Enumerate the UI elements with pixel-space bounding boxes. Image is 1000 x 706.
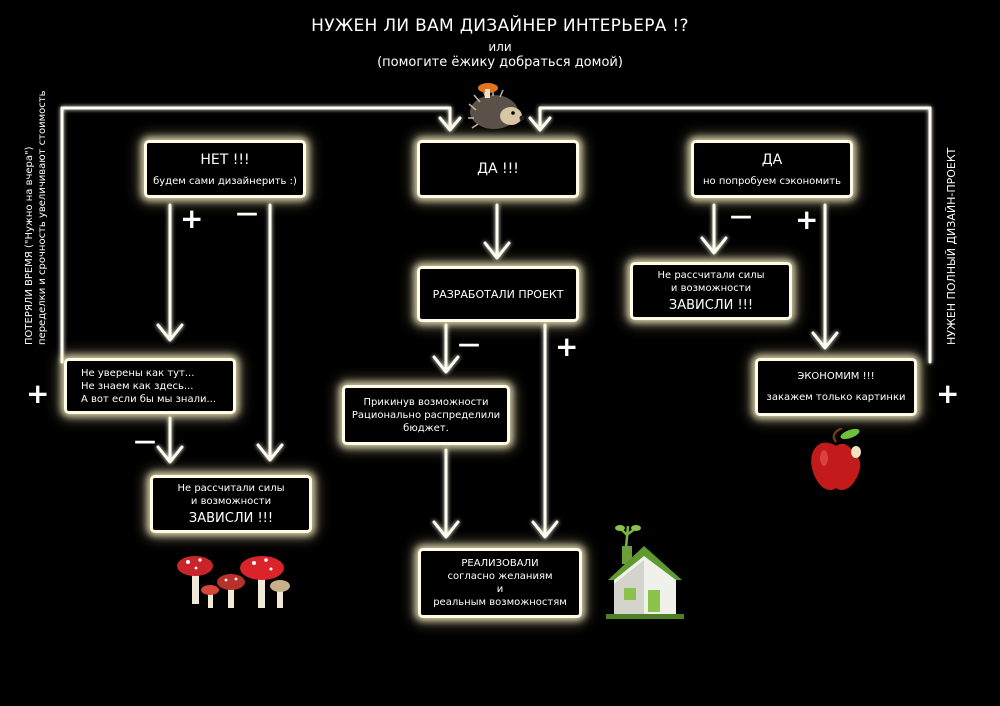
page-subtitle: (помогите ёжику добраться домой) bbox=[377, 55, 623, 70]
side-label-left-line2: переделки и срочность увеличивают стоимо… bbox=[37, 90, 48, 346]
box-realized-line3: и bbox=[496, 584, 504, 595]
box-estimate-line1: Прикинув возможности bbox=[363, 396, 489, 408]
loop-left-line bbox=[60, 106, 452, 364]
plus-sign-save: + bbox=[795, 203, 819, 236]
box-stuck-left-line1: Не рассчитали силы bbox=[177, 482, 285, 494]
plus-sign-project: + bbox=[555, 330, 579, 363]
box-stuck-right-line2: и возможности bbox=[670, 282, 752, 294]
box-estimate-line2: Рационально распределили bbox=[351, 409, 501, 421]
box-yes-title: ДА !!! bbox=[477, 161, 519, 177]
box-realized-line2: согласно желаниям bbox=[447, 571, 553, 582]
box-estimate: Прикинув возможности Рационально распред… bbox=[342, 385, 510, 445]
hedgehog-icon bbox=[468, 83, 525, 129]
box-stuck-right: Не рассчитали силы и возможности ЗАВИСЛИ… bbox=[630, 262, 792, 320]
apple-icon bbox=[811, 428, 861, 490]
box-project: РАЗРАБОТАЛИ ПРОЕКТ bbox=[417, 266, 579, 322]
loop-right-line bbox=[538, 106, 932, 364]
box-stuck-left-line3: ЗАВИСЛИ !!! bbox=[188, 510, 274, 526]
box-unsure-line2: Не знаем как здесь... bbox=[81, 380, 194, 392]
box-stuck-right-line3: ЗАВИСЛИ !!! bbox=[668, 297, 754, 313]
box-economize: ЭКОНОМИМ !!! закажем только картинки bbox=[755, 358, 917, 416]
minus-sign-unsure: — bbox=[134, 429, 156, 454]
box-no-text: будем сами дизайнерить :) bbox=[153, 175, 297, 187]
box-unsure-line1: Не уверены как тут... bbox=[81, 367, 195, 379]
side-label-left: ПОТЕРЯЛИ ВРЕМЯ ("Нужно на вчера") переде… bbox=[23, 91, 49, 346]
box-realized-line4: реальным возможностям bbox=[433, 597, 567, 608]
box-economize-line2: закажем только картинки bbox=[766, 392, 906, 403]
box-realized-line1: РЕАЛИЗОВАЛИ bbox=[461, 558, 539, 569]
page-title: НУЖЕН ЛИ ВАМ ДИЗАЙНЕР ИНТЕРЬЕРА !? bbox=[311, 16, 689, 36]
plus-sign-right: + bbox=[936, 377, 960, 410]
house-icon bbox=[606, 525, 684, 619]
mushrooms-icon bbox=[177, 556, 290, 608]
box-yes-save-text: но попробуем сэкономить bbox=[702, 175, 842, 187]
minus-sign-no: — bbox=[236, 201, 258, 226]
plus-sign-left: + bbox=[26, 377, 50, 410]
title-or: или bbox=[488, 40, 512, 54]
box-economize-line1: ЭКОНОМИМ !!! bbox=[797, 371, 875, 382]
box-no-title: НЕТ !!! bbox=[200, 151, 250, 168]
side-label-right-text: НУЖЕН ПОЛНЫЙ ДИЗАЙН-ПРОЕКТ bbox=[945, 147, 958, 345]
box-stuck-left: Не рассчитали силы и возможности ЗАВИСЛИ… bbox=[150, 475, 312, 533]
side-label-left-line1: ПОТЕРЯЛИ ВРЕМЯ ("Нужно на вчера") bbox=[24, 146, 35, 346]
minus-sign-project: — bbox=[458, 332, 480, 357]
box-estimate-line3: бюджет. bbox=[403, 422, 449, 434]
box-project-title: РАЗРАБОТАЛИ ПРОЕКТ bbox=[432, 287, 564, 301]
box-stuck-left-line2: и возможности bbox=[190, 495, 272, 507]
box-yes-save-title: ДА bbox=[761, 151, 783, 168]
box-unsure-line3: А вот если бы мы знали... bbox=[81, 393, 217, 405]
plus-sign-no: + bbox=[180, 202, 204, 235]
box-stuck-right-line1: Не рассчитали силы bbox=[657, 269, 765, 281]
minus-sign-save: — bbox=[730, 204, 752, 229]
box-realized: РЕАЛИЗОВАЛИ согласно желаниям и реальным… bbox=[418, 548, 582, 618]
box-yes: ДА !!! bbox=[417, 140, 579, 198]
box-unsure: Не уверены как тут... Не знаем как здесь… bbox=[64, 358, 236, 414]
box-yes-save: ДА но попробуем сэкономить bbox=[691, 140, 853, 198]
side-label-right: НУЖЕН ПОЛНЫЙ ДИЗАЙН-ПРОЕКТ bbox=[945, 148, 958, 345]
box-no: НЕТ !!! будем сами дизайнерить :) bbox=[144, 140, 306, 198]
